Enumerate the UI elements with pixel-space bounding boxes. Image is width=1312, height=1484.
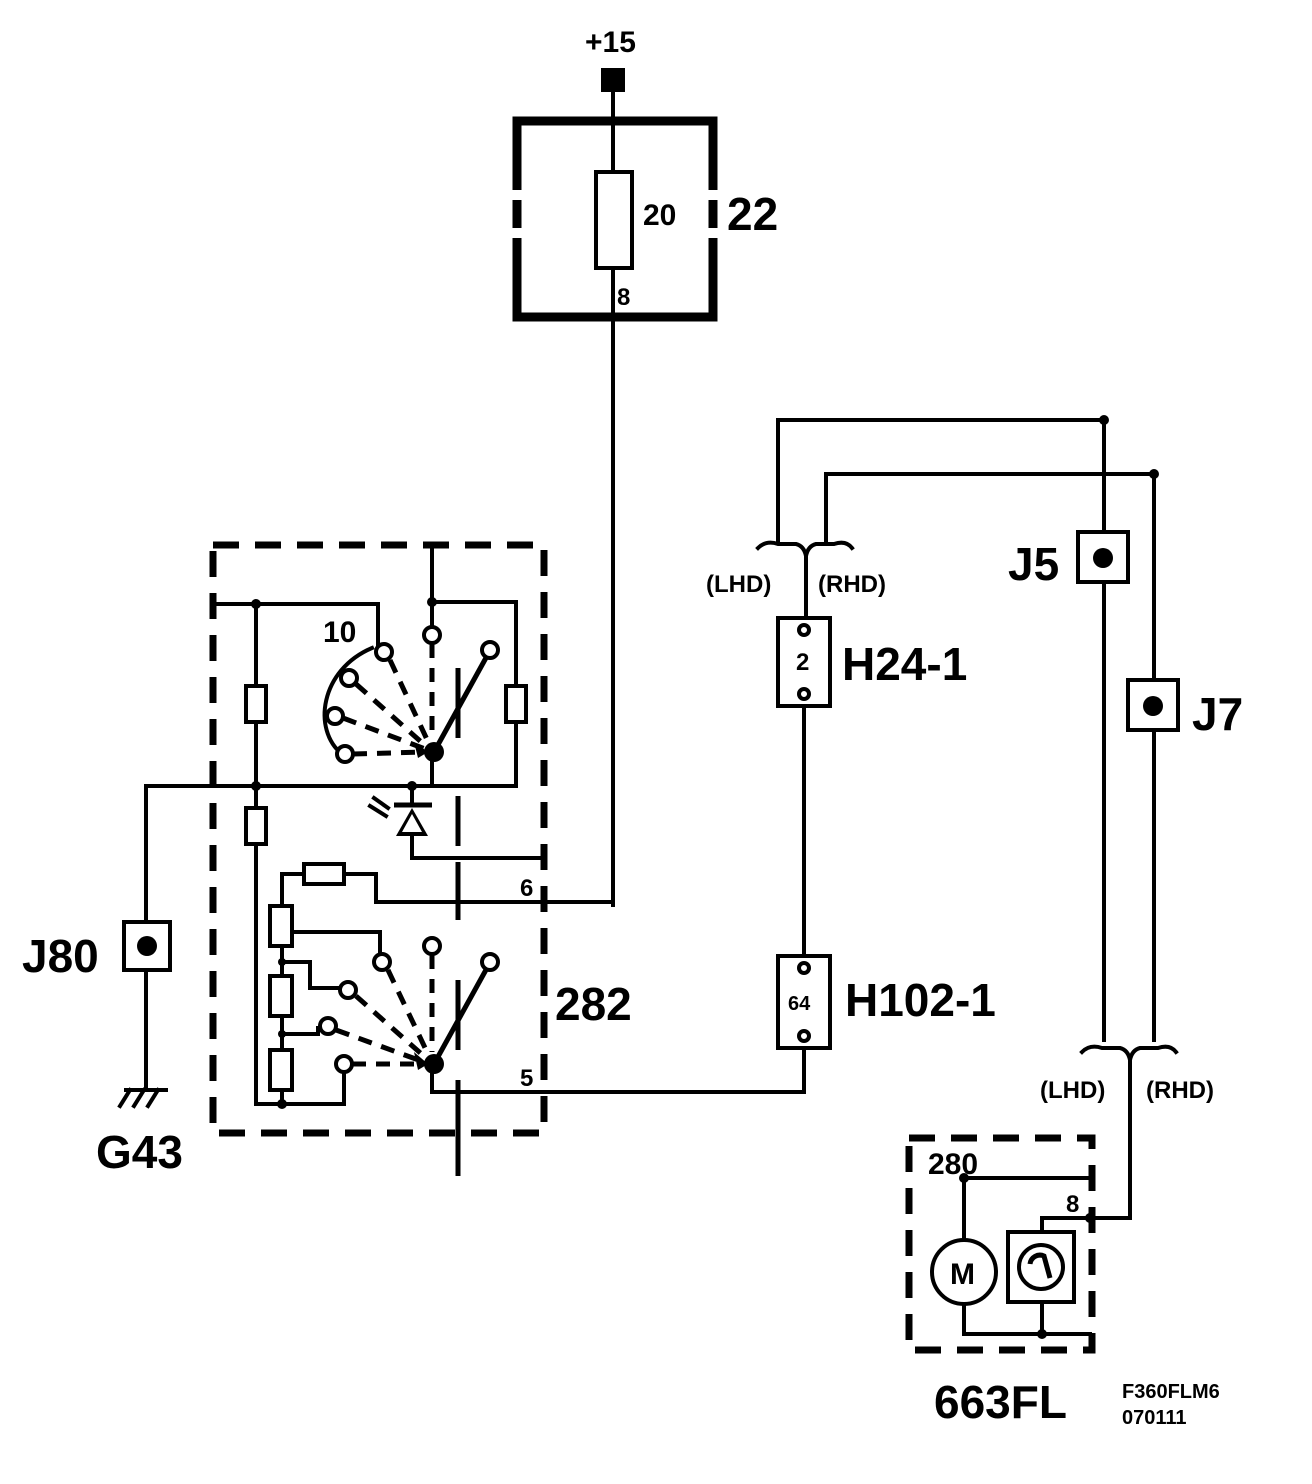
connector-h24-pin-label: 2 (796, 649, 809, 676)
top-branch (755, 415, 1159, 618)
top-branch-lhd-label: (LHD) (706, 571, 771, 598)
fuse-rating-label: 20 (643, 199, 676, 232)
motor-module-663fl-outline (905, 1134, 1096, 1354)
motor-pin-280-label: 280 (928, 1148, 978, 1181)
drawing-code: F360FLM6 (1122, 1381, 1220, 1403)
drawing-date: 070111 (1122, 1407, 1187, 1429)
switch-upper-section: 10 (144, 546, 546, 1106)
splice-j80-label: J80 (22, 930, 99, 982)
splice-j5-label: J5 (1008, 538, 1059, 590)
top-branch-rhd-label: (RHD) (818, 571, 886, 598)
motor-pin-8-label: 8 (1066, 1191, 1079, 1218)
switch-pin-6-label: 6 (520, 875, 533, 902)
connector-h102-label: H102-1 (845, 974, 996, 1026)
motor-module-label: 663FL (934, 1376, 1067, 1428)
supply-label: +15 (585, 26, 636, 59)
bottom-branch-lhd-label: (LHD) (1040, 1077, 1105, 1104)
motor-symbol-label: M (950, 1258, 975, 1291)
bottom-branch (1079, 1044, 1179, 1220)
ground-label: G43 (96, 1126, 183, 1178)
ground-symbol (117, 1087, 168, 1109)
splice-j7-label: J7 (1192, 688, 1243, 740)
fuse-element (594, 170, 634, 270)
bottom-branch-rhd-label: (RHD) (1146, 1077, 1214, 1104)
position-sensor (1006, 1230, 1076, 1304)
fuse-pin-label: 8 (617, 284, 630, 311)
connector-h24-label: H24-1 (842, 638, 967, 690)
fuse-box-label: 22 (727, 188, 778, 240)
supply-terminal (601, 68, 625, 92)
connector-h102-pin-label: 64 (788, 993, 811, 1015)
switch-module-label: 282 (555, 978, 632, 1030)
switch-pin-5-label: 5 (520, 1065, 533, 1092)
switch-lower-section: 6 (254, 862, 806, 1176)
switch-position-label: 10 (323, 616, 356, 649)
